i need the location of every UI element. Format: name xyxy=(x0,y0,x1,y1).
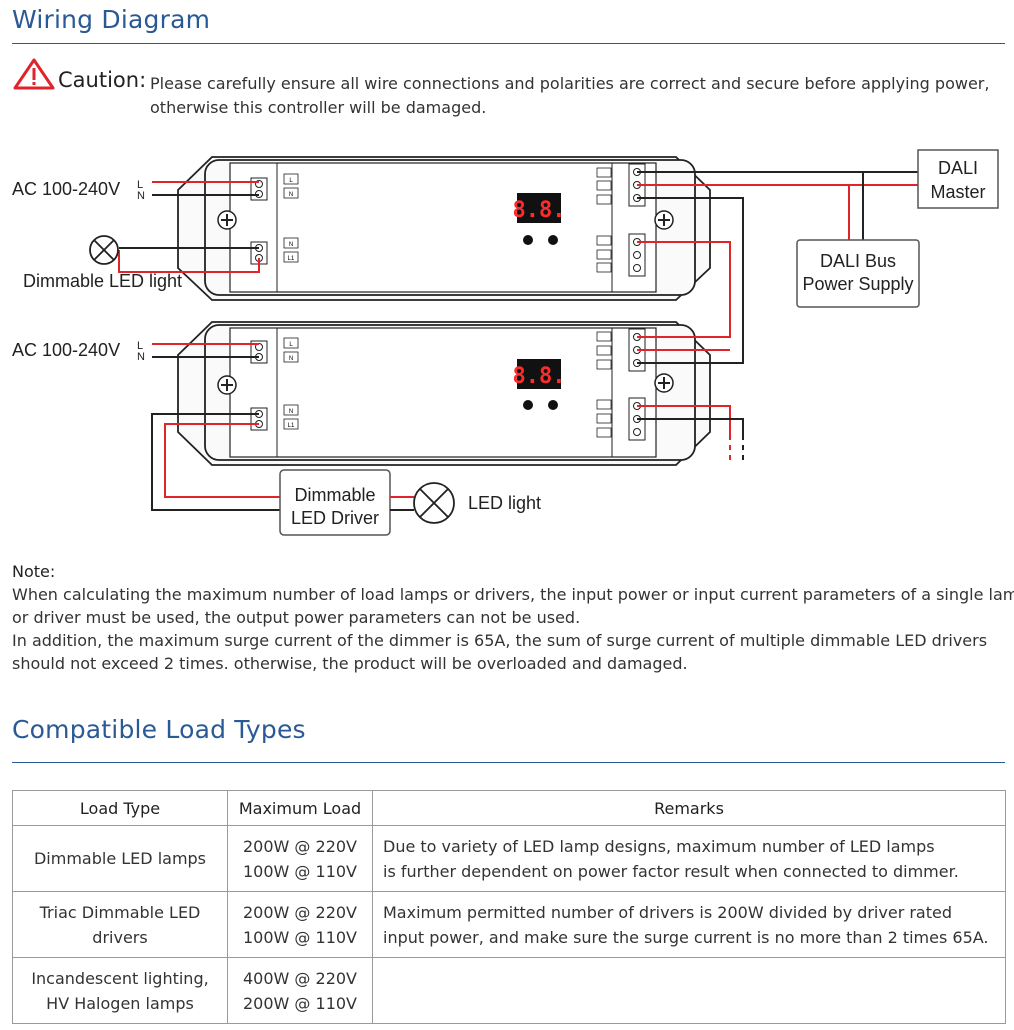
load-type-cell: Incandescent lighting, xyxy=(31,968,209,988)
controller-1: L N N L1 8.8. xyxy=(177,156,711,301)
max-load-line: 200W @ 220V xyxy=(242,902,357,922)
caution-label: Caution: xyxy=(58,68,147,92)
svg-text:N: N xyxy=(289,192,293,198)
header-load-type: Load Type xyxy=(12,790,228,826)
svg-text:8.8.: 8.8. xyxy=(513,364,566,389)
heading-rule xyxy=(12,43,1005,44)
note-line-1: When calculating the maximum number of l… xyxy=(12,585,1014,604)
n-label-2: N xyxy=(137,351,145,363)
header-remarks: Remarks xyxy=(372,790,1006,826)
dali-bus-label-1: DALI Bus xyxy=(820,251,896,271)
caution-text-line-1: Please carefully ensure all wire connect… xyxy=(150,74,990,93)
dimmable-led-driver-box xyxy=(279,469,391,536)
caution-text-line-2: otherwise this controller will be damage… xyxy=(150,98,487,117)
note-title: Note: xyxy=(12,562,56,581)
controller-2: L N N L1 8.8. xyxy=(177,321,711,466)
svg-text:L: L xyxy=(289,342,293,348)
dali-master-box xyxy=(917,149,999,209)
svg-text:L1: L1 xyxy=(288,256,295,262)
warning-triangle-icon xyxy=(13,58,55,90)
header-maximum-load: Maximum Load xyxy=(227,790,373,826)
ac-label-2: AC 100-240V xyxy=(12,340,120,360)
l-label-2: L xyxy=(137,340,143,352)
dali-master-label-2: Master xyxy=(930,182,985,202)
n-label-1: N xyxy=(137,190,145,202)
section-rule xyxy=(12,762,1005,763)
svg-text:N: N xyxy=(289,356,293,362)
max-load-line: 200W @ 110V xyxy=(242,993,357,1013)
remark-line: Due to variety of LED lamp designs, maxi… xyxy=(383,836,935,856)
l-label-1: L xyxy=(137,179,143,191)
table-header-row: Load Type Maximum Load Remarks xyxy=(12,790,1006,826)
lamp-icon-bottom xyxy=(413,482,455,524)
table-row: Triac Dimmable LED drivers 200W @ 220V 10… xyxy=(12,891,1006,958)
load-types-table: Load Type Maximum Load Remarks Dimmable … xyxy=(12,790,1006,1024)
max-load-line: 200W @ 220V xyxy=(242,836,357,856)
compatible-load-types-heading: Compatible Load Types xyxy=(12,715,306,744)
svg-text:8.8.: 8.8. xyxy=(513,198,566,223)
svg-text:N: N xyxy=(289,409,293,415)
svg-text:N: N xyxy=(289,242,293,248)
lamp-icon-top xyxy=(89,235,119,265)
dimmable-led-light-label: Dimmable LED light xyxy=(23,271,182,291)
led-light-label: LED light xyxy=(468,493,541,513)
svg-text:L: L xyxy=(289,178,293,184)
max-load-line: 100W @ 110V xyxy=(242,861,357,881)
table-row: Dimmable LED lamps 200W @ 220V 100W @ 110… xyxy=(12,825,1006,892)
max-load-line: 400W @ 220V xyxy=(242,968,357,988)
note-line-4: should not exceed 2 times. otherwise, th… xyxy=(12,654,688,673)
table-row: Incandescent lighting, HV Halogen lamps 4… xyxy=(12,957,1006,1024)
remark-line: is further dependent on power factor res… xyxy=(383,861,959,881)
load-type-cell: Dimmable LED lamps xyxy=(33,849,207,868)
driver-label-1: Dimmable xyxy=(294,485,375,505)
dali-bus-label-2: Power Supply xyxy=(802,274,913,294)
dali-bus-power-supply-box xyxy=(796,239,920,308)
wiring-diagram-heading: Wiring Diagram xyxy=(12,5,211,34)
ac-label-1: AC 100-240V xyxy=(12,179,120,199)
note-line-3: In addition, the maximum surge current o… xyxy=(12,631,988,650)
wiring-diagram: LN NL1 8.8. LN xyxy=(12,149,999,536)
driver-label-2: LED Driver xyxy=(291,508,379,528)
load-type-cell: Triac Dimmable LED drivers xyxy=(39,902,201,947)
remark-line: Maximum permitted number of drivers is 2… xyxy=(383,902,953,922)
max-load-line: 100W @ 110V xyxy=(242,927,357,947)
note-line-2: or driver must be used, the output power… xyxy=(12,608,581,627)
remark-line: input power, and make sure the surge cur… xyxy=(383,927,989,947)
load-type-cell: HV Halogen lamps xyxy=(46,993,194,1013)
svg-text:L1: L1 xyxy=(288,423,295,429)
dali-master-label-1: DALI xyxy=(938,158,978,178)
remark-empty xyxy=(372,957,1006,1024)
